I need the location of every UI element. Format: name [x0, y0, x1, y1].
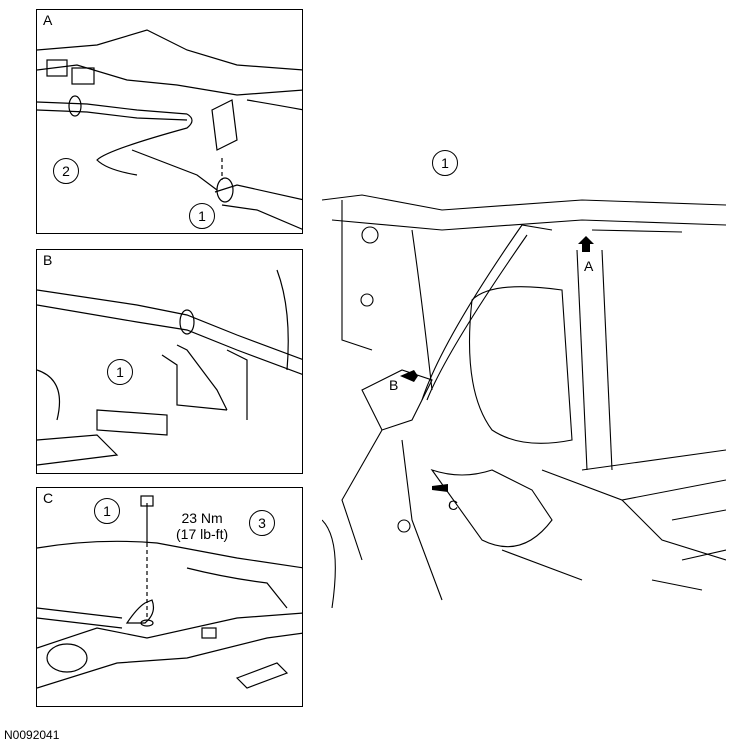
panel-b-callout-1: 1 — [107, 359, 133, 385]
arrow-label-a: A — [584, 258, 594, 274]
panel-a-label: A — [43, 12, 53, 28]
panel-c-callout-3: 3 — [249, 510, 275, 536]
panel-a-callout-2: 2 — [53, 158, 79, 184]
main-view-callout-1: 1 — [432, 150, 458, 176]
panel-b-drawing — [37, 269, 302, 466]
panel-a-drawing — [37, 29, 302, 230]
detail-panel-c: C 1 23 Nm (17 lb-ft) 3 — [36, 487, 303, 707]
arrow-label-b: B — [389, 377, 399, 393]
panel-c-drawing — [37, 495, 302, 689]
torque-lbft: (17 lb-ft) — [176, 526, 229, 542]
panel-c-callout-1: 1 — [94, 498, 120, 524]
arrow-label-c: C — [448, 497, 459, 513]
detail-panel-a: A 2 1 — [36, 9, 303, 234]
main-view-drawing — [321, 194, 727, 609]
panel-c-torque-spec: 23 Nm (17 lb-ft) — [176, 510, 228, 542]
panel-b-label: B — [43, 252, 53, 268]
figure-id: N0092041 — [4, 728, 60, 742]
main-view: 1 A B C — [321, 140, 727, 609]
detail-panel-b: B 1 — [36, 249, 303, 474]
torque-nm: 23 Nm — [181, 510, 223, 526]
panel-a-callout-1: 1 — [189, 203, 215, 229]
panel-c-label: C — [43, 490, 54, 506]
arrow-markers — [400, 236, 594, 492]
